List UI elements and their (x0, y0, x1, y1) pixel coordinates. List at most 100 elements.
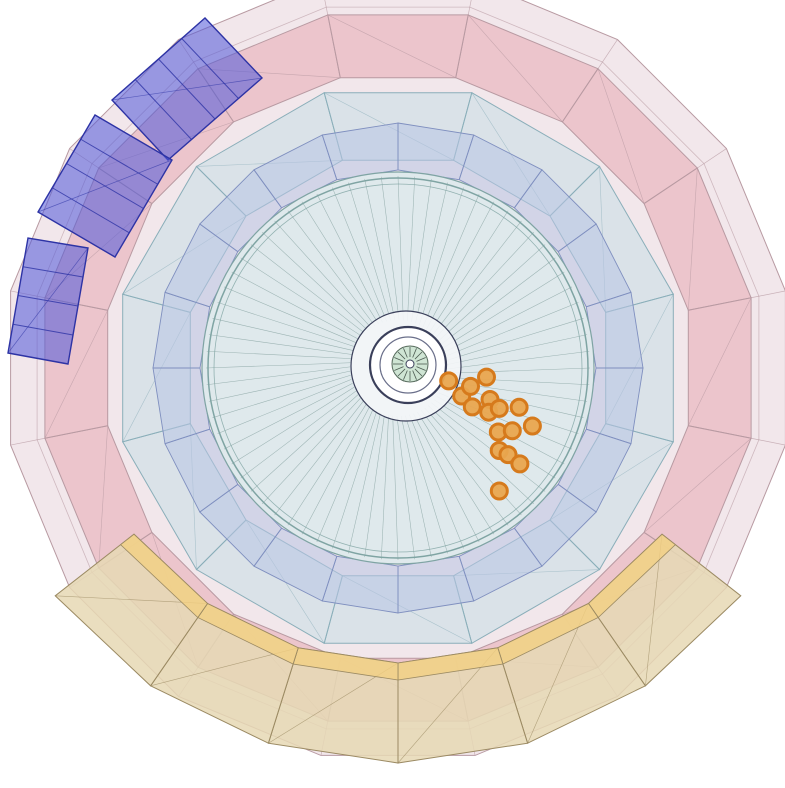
energy-deposit-marker (489, 398, 509, 418)
tracker-spoke (316, 193, 383, 323)
tracker-spoke (380, 176, 400, 321)
tracker-spoke (441, 271, 565, 349)
tracker-spokes (205, 175, 591, 561)
tracker-outer-ring-secondary (213, 183, 583, 553)
tracker-spoke (445, 367, 591, 374)
muon-spoke (467, 0, 472, 15)
vertex-segment (414, 368, 423, 377)
energy-deposit-marker (461, 376, 480, 396)
tracker-spoke (432, 220, 522, 336)
tracker-spoke (392, 415, 399, 561)
tracker-spoke (415, 182, 448, 324)
tracker-spoke (208, 334, 352, 355)
tracker-spoke (437, 244, 546, 342)
tracker-spoke (205, 362, 351, 369)
tracker-spoke (420, 409, 509, 526)
muon-segment-diagonal (643, 438, 752, 533)
vertex-segment (414, 351, 423, 360)
tracker-spoke (274, 400, 364, 516)
tracker-spoke (407, 176, 416, 321)
ecal-segment (321, 122, 399, 181)
forward-module-layer (12, 323, 74, 336)
forward-module-layer (80, 138, 159, 185)
tracker-spoke (287, 403, 367, 526)
tracker-spoke (240, 257, 363, 337)
tracker-spoke (364, 414, 385, 558)
tracker-spoke (413, 413, 480, 543)
tracker-spoke (426, 201, 495, 330)
muon-spoke (597, 39, 618, 69)
energy-deposit-marker (522, 416, 542, 436)
tracker-spoke (212, 318, 354, 351)
tracker-spoke (435, 232, 534, 339)
forward-muon-modules (7, 17, 264, 365)
vertex-segment (416, 357, 426, 362)
forward-module-layer (22, 266, 84, 278)
tracker-spoke (397, 175, 404, 321)
muon-segment (327, 14, 469, 79)
tracker-spoke (422, 193, 480, 328)
vertex-segment (397, 368, 406, 377)
muon-segment-diagonal (327, 14, 456, 78)
tracker-spoke (429, 210, 509, 333)
muon-spoke (10, 437, 45, 446)
vertex-segment (412, 370, 417, 380)
forward-module-layer (134, 79, 192, 140)
vertex-segment (416, 366, 426, 371)
tracker-spoke (240, 390, 357, 479)
tracker-spoke (332, 410, 377, 549)
tracker-spoke (231, 387, 355, 465)
vertex-segment (397, 351, 406, 360)
tracker-spoke (274, 220, 372, 329)
vertex-detector-segments (393, 347, 427, 381)
tracker-spoke (445, 318, 584, 362)
tracker-spoke (364, 178, 396, 321)
tracker-spoke (287, 210, 376, 327)
vertex-segment (403, 370, 408, 380)
muon-segment-diagonal (468, 14, 563, 123)
energy-deposit-marker (502, 421, 522, 441)
muon-segment-diagonal (688, 167, 698, 311)
tracker-spoke (316, 408, 374, 543)
tracker-spoke (301, 406, 370, 535)
interaction-point (405, 359, 415, 369)
muon-segment-diagonal (688, 297, 752, 426)
tracker-spoke (262, 397, 361, 504)
muon-spoke (697, 148, 727, 169)
tracker-spoke (223, 383, 353, 450)
forward-module-diagonal (7, 247, 89, 354)
muon-segment-diagonal (597, 68, 645, 204)
muon-spoke (751, 437, 785, 446)
vertex-segment (394, 357, 404, 362)
tracker-spoke (217, 302, 356, 347)
vertex-segment (394, 366, 404, 371)
tracker-outer-ring (207, 177, 589, 559)
muon-segment-diagonal (44, 310, 108, 439)
tracker-spoke (404, 415, 448, 554)
tracker-spoke (439, 257, 556, 346)
tracker-spoke (223, 286, 358, 344)
tracker-spoke (206, 350, 351, 359)
vertex-segment (403, 348, 408, 358)
tracker-spoke (250, 244, 366, 334)
muon-segment-diagonal (98, 425, 108, 569)
tracker-spoke (348, 182, 392, 321)
forward-module-diagonal (37, 159, 173, 213)
muon-spoke (751, 290, 785, 299)
tracker-spoke (444, 302, 579, 357)
tracker-spoke (208, 370, 351, 402)
energy-deposit-marker (510, 454, 530, 474)
tracker-spoke (348, 412, 381, 554)
energy-deposit-marker (489, 481, 509, 501)
tracker-spoke (419, 187, 464, 326)
tracker-spoke (212, 374, 351, 418)
vertex-segment (412, 348, 417, 358)
tracker-spoke (262, 232, 369, 331)
energy-deposit-marker (439, 371, 459, 391)
tracker-spoke (400, 415, 432, 558)
base-rail (119, 533, 209, 619)
energy-deposit-marker (477, 367, 496, 387)
tracker-spoke (217, 379, 352, 434)
tracker-spoke (445, 350, 590, 370)
